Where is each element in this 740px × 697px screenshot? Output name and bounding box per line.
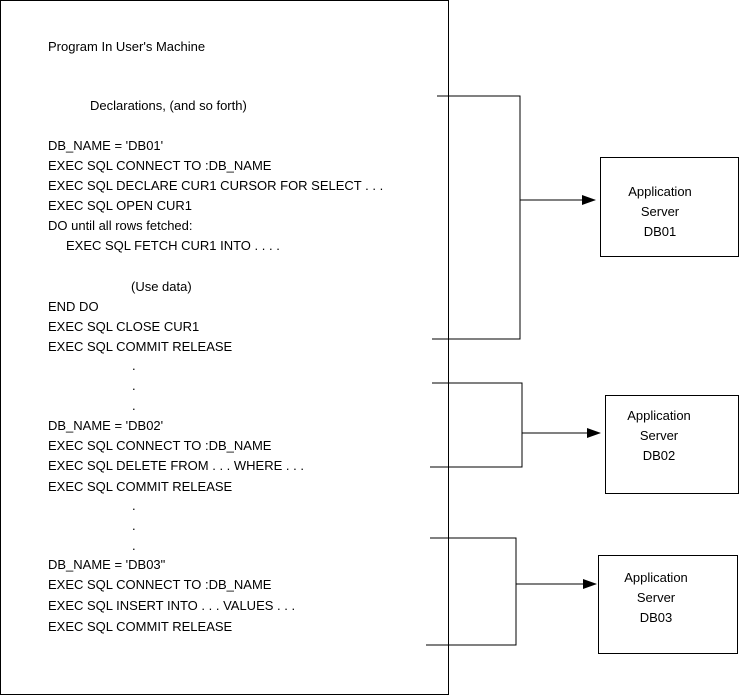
code-line: (Use data) [131,279,192,294]
ellipsis-dot: . [132,498,136,513]
code-line: DO until all rows fetched: [48,218,193,233]
server-label-line3: DB02 [643,448,676,463]
code-line: EXEC SQL CONNECT TO :DB_NAME [48,438,272,453]
bracket-db03 [426,537,517,646]
code-line: EXEC SQL CLOSE CUR1 [48,319,199,334]
code-line: DB_NAME = 'DB01' [48,138,163,153]
ellipsis-dot: . [132,398,136,413]
application-server-db01: Application Server DB01 [600,157,739,257]
ellipsis-dot: . [132,538,136,553]
code-line: EXEC SQL CONNECT TO :DB_NAME [48,158,272,173]
code-line: EXEC SQL CONNECT TO :DB_NAME [48,577,272,592]
server-label-line3: DB03 [640,610,673,625]
server-label-line1: Application [627,408,691,423]
code-line: EXEC SQL DECLARE CUR1 CURSOR FOR SELECT … [48,178,383,193]
ellipsis-dot: . [132,358,136,373]
program-box [0,0,449,695]
ellipsis-dot: . [132,518,136,533]
code-line: END DO [48,299,99,314]
server-label-line2: Server [637,590,676,605]
server-label-line3: DB01 [644,224,677,239]
application-server-db03: Application Server DB03 [598,555,738,654]
program-title: Program In User's Machine [48,39,205,54]
code-line: EXEC SQL DELETE FROM . . . WHERE . . . [48,458,304,473]
server-box [598,555,738,654]
code-line: EXEC SQL COMMIT RELEASE [48,479,233,494]
server-label-line2: Server [640,428,679,443]
code-line: EXEC SQL INSERT INTO . . . VALUES . . . [48,598,295,613]
declarations-line: Declarations, (and so forth) [90,98,247,113]
code-line: DB_NAME = 'DB02' [48,418,163,433]
server-label-line2: Server [641,204,680,219]
server-box [605,395,739,494]
bracket-db02 [430,382,523,468]
code-line: EXEC SQL COMMIT RELEASE [48,339,233,354]
code-line: EXEC SQL FETCH CUR1 INTO . . . . [66,238,280,253]
bracket-db01 [432,95,521,340]
code-line: EXEC SQL OPEN CUR1 [48,198,192,213]
application-server-db02: Application Server DB02 [605,395,739,494]
code-line: DB_NAME = 'DB03" [48,557,166,572]
code-line: EXEC SQL COMMIT RELEASE [48,619,233,634]
server-label-line1: Application [624,570,688,585]
server-box [600,157,739,257]
ellipsis-dot: . [132,378,136,393]
server-label-line1: Application [628,184,692,199]
